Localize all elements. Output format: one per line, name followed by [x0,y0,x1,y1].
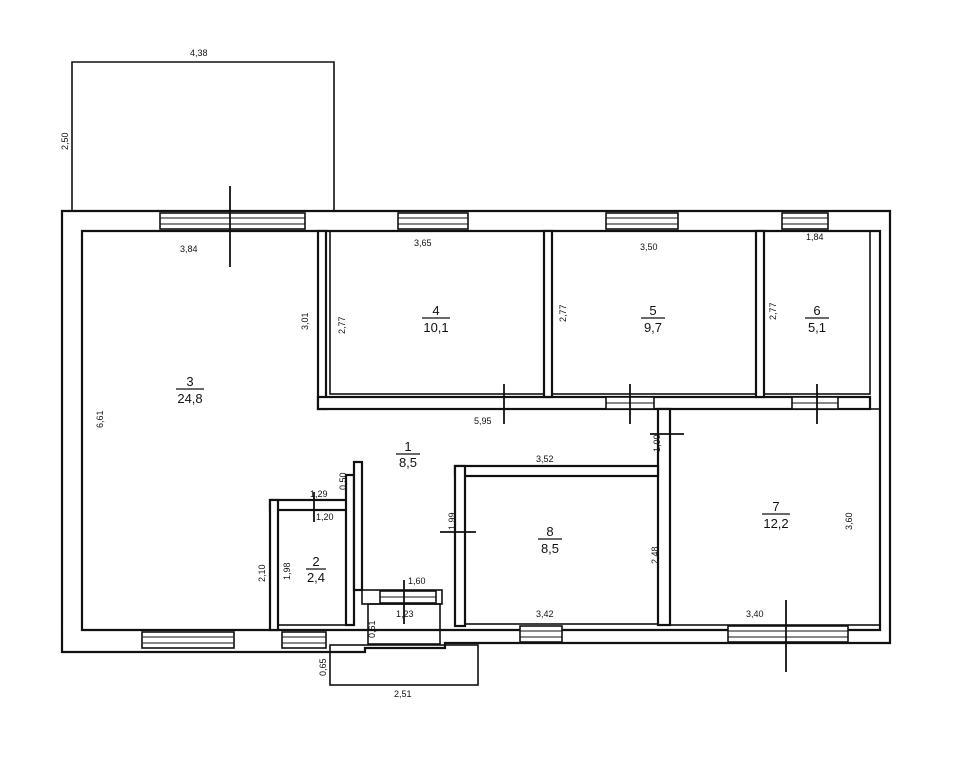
dim-porch-width: 2,51 [394,689,412,699]
dim-room7-bottom: 3,40 [746,609,764,619]
window-bottom-room2 [281,631,327,649]
room-8-label: 8 8,5 [538,524,562,556]
dim-room3-top: 3,84 [180,244,198,254]
room-5-number: 5 [649,303,656,318]
dim-room5-side: 2,77 [558,304,568,322]
dim-balcony-width: 4,38 [190,48,208,58]
window-top-room5 [605,212,679,230]
dim-room8-top: 3,52 [536,454,554,464]
room-4-area: 10,1 [423,320,448,335]
room-2-walls [268,473,356,632]
dim-balcony-depth: 2,50 [60,132,70,150]
dim-room6-top: 1,84 [806,232,824,242]
window-entrance [379,590,437,604]
window-top-room3 [159,212,306,230]
dim-entry-depth: 0,61 [367,620,377,638]
dim-room7-side: 3,60 [844,512,854,530]
dim-room8-left: 1,99 [447,512,457,530]
room-1-number: 1 [404,439,411,454]
dim-room3-side: 6,61 [95,410,105,428]
room-3-label: 3 24,8 [176,374,204,406]
windows [141,212,849,649]
outer-walls [60,209,892,654]
room-2-label: 2 2,4 [306,554,326,585]
dimension-labels: 4,38 3,84 3,65 3,50 1,84 5,95 3,52 3,42 … [60,48,854,699]
window-bottom-room7 [727,625,849,643]
dim-room2-top1: 1,29 [310,489,328,499]
room-1-label: 1 8,5 [396,439,420,470]
dim-room4-top: 3,65 [414,238,432,248]
room-3-area: 24,8 [177,391,202,406]
room-2-area: 2,4 [307,570,325,585]
room-4-number: 4 [432,303,439,318]
dim-room5-top: 3,50 [640,242,658,252]
balcony [71,61,335,214]
room-7-number: 7 [772,499,779,514]
dim-room4-side: 2,77 [337,316,347,334]
dim-corridor-gap: 1,00 [652,434,662,452]
window-bottom-room3 [141,631,235,649]
room-6-area: 5,1 [808,320,826,335]
room-5-area: 9,7 [644,320,662,335]
dim-room2-outer: 2,10 [257,564,267,582]
door-markers [229,186,818,672]
rooms-4-5-6-walls [316,229,872,411]
room-labels: 1 8,5 2 2,4 3 24,8 4 10,1 5 9,7 6 5,1 [176,303,829,585]
room-5-label: 5 9,7 [641,303,665,335]
room-7-walls [656,407,881,627]
dim-corridor-len: 5,95 [474,416,492,426]
room-6-label: 6 5,1 [805,303,829,335]
dim-room6-side: 2,77 [768,302,778,320]
room-3-walls [81,231,270,631]
room-4-label: 4 10,1 [422,303,450,335]
window-top-room6 [781,212,829,230]
dim-entry-width: 1,23 [396,609,414,619]
dim-room8-bottom: 3,42 [536,609,554,619]
room-6-number: 6 [813,303,820,318]
window-top-room4 [397,212,469,230]
room-7-label: 7 12,2 [762,499,790,531]
window-bottom-room8 [519,625,563,643]
room-8-number: 8 [546,524,553,539]
dim-room2-top2: 1,20 [316,512,334,522]
dim-hall-post: 0,50 [338,472,348,490]
window-corridor-room6 [791,396,839,410]
room-2-number: 2 [312,554,319,569]
porch [329,644,479,686]
room-7-area: 12,2 [763,516,788,531]
dim-room8-right: 2,48 [650,546,660,564]
dim-porch-depth: 0,65 [318,658,328,676]
dim-room2-inner: 1,98 [282,562,292,580]
dim-hall-width: 1,60 [408,576,426,586]
room-8-walls [453,464,660,628]
room-1-area: 8,5 [399,455,417,470]
dim-corridor-wall: 3,01 [300,312,310,330]
room-3-number: 3 [186,374,193,389]
room-8-area: 8,5 [541,541,559,556]
